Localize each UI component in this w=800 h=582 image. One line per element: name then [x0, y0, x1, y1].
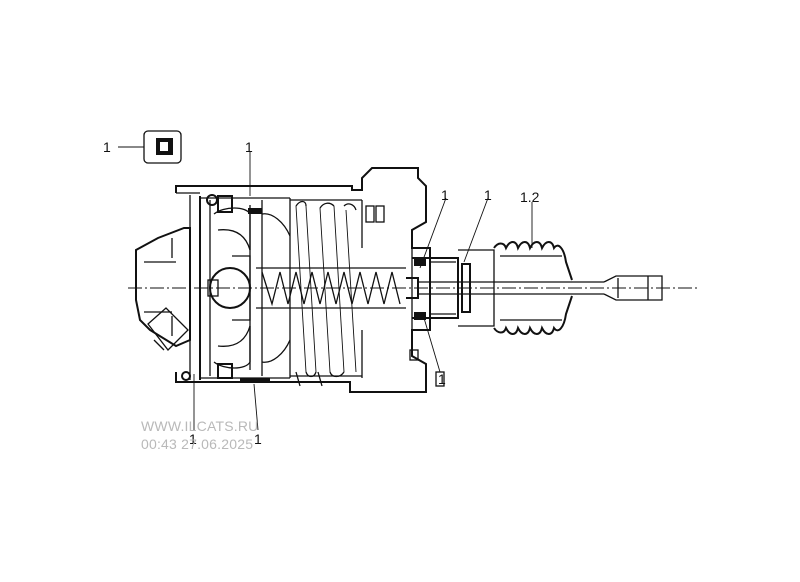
leader-lines — [118, 146, 533, 431]
callout-1-top: 1 — [245, 139, 253, 155]
watermark-timestamp: 00:43 27.06.2025 — [141, 436, 254, 452]
inner-spring — [256, 267, 406, 309]
callout-1-right-low: 1 — [438, 371, 446, 387]
callout-1-2: 1.2 — [520, 189, 540, 205]
watermark-site: WWW.ILCATS.RU — [141, 418, 259, 434]
seal-detail-inset — [143, 130, 182, 164]
piston-cup-assembly — [181, 194, 291, 383]
callout-1-inset: 1 — [103, 139, 111, 155]
callout-1-mid-a: 1 — [441, 187, 449, 203]
housing — [135, 167, 431, 393]
guide-sleeve — [412, 249, 495, 327]
callout-1-mid-b: 1 — [484, 187, 492, 203]
callout-1-bottom-a: 1 — [189, 431, 197, 447]
rubber-boot — [493, 241, 573, 335]
lower-fittings — [295, 349, 445, 387]
ball-joint — [207, 255, 251, 321]
push-rod — [406, 275, 663, 301]
callout-1-bottom-b: 1 — [254, 431, 262, 447]
outer-return-spring — [295, 200, 385, 378]
